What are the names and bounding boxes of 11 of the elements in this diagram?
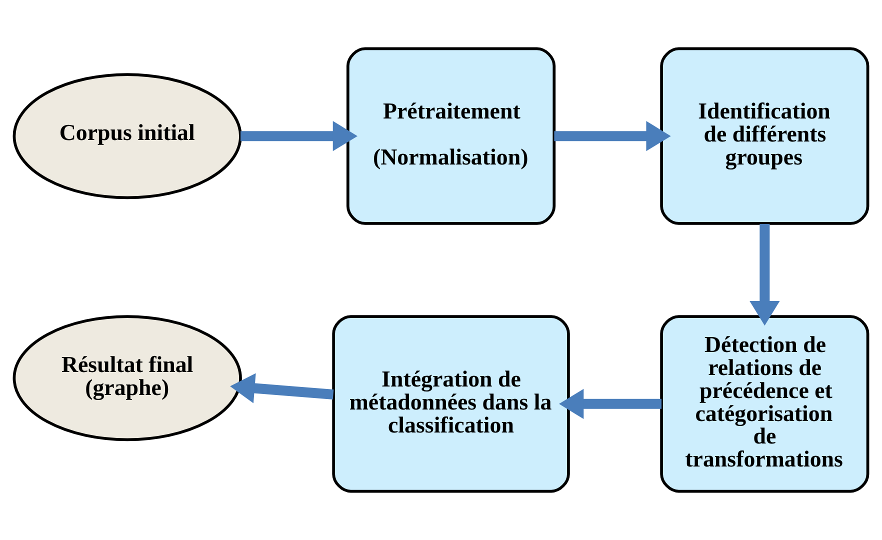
node-ellipse: Corpus initial [12,73,242,200]
node-box: Prétraitement (Normalisation) [346,47,556,225]
arrow [750,224,780,326]
node-ellipse: Résultat final (graphe) [12,315,242,442]
arrow [240,121,358,152]
arrow [559,388,662,419]
node-box: Détection de relations de précédence et catégorisation de transformations [660,315,870,493]
node-box: Intégration de métadonnées dans la classification [332,315,570,493]
arrow [230,373,334,404]
arrow [554,121,671,152]
node-box: Identification de différents groupes [660,47,870,225]
